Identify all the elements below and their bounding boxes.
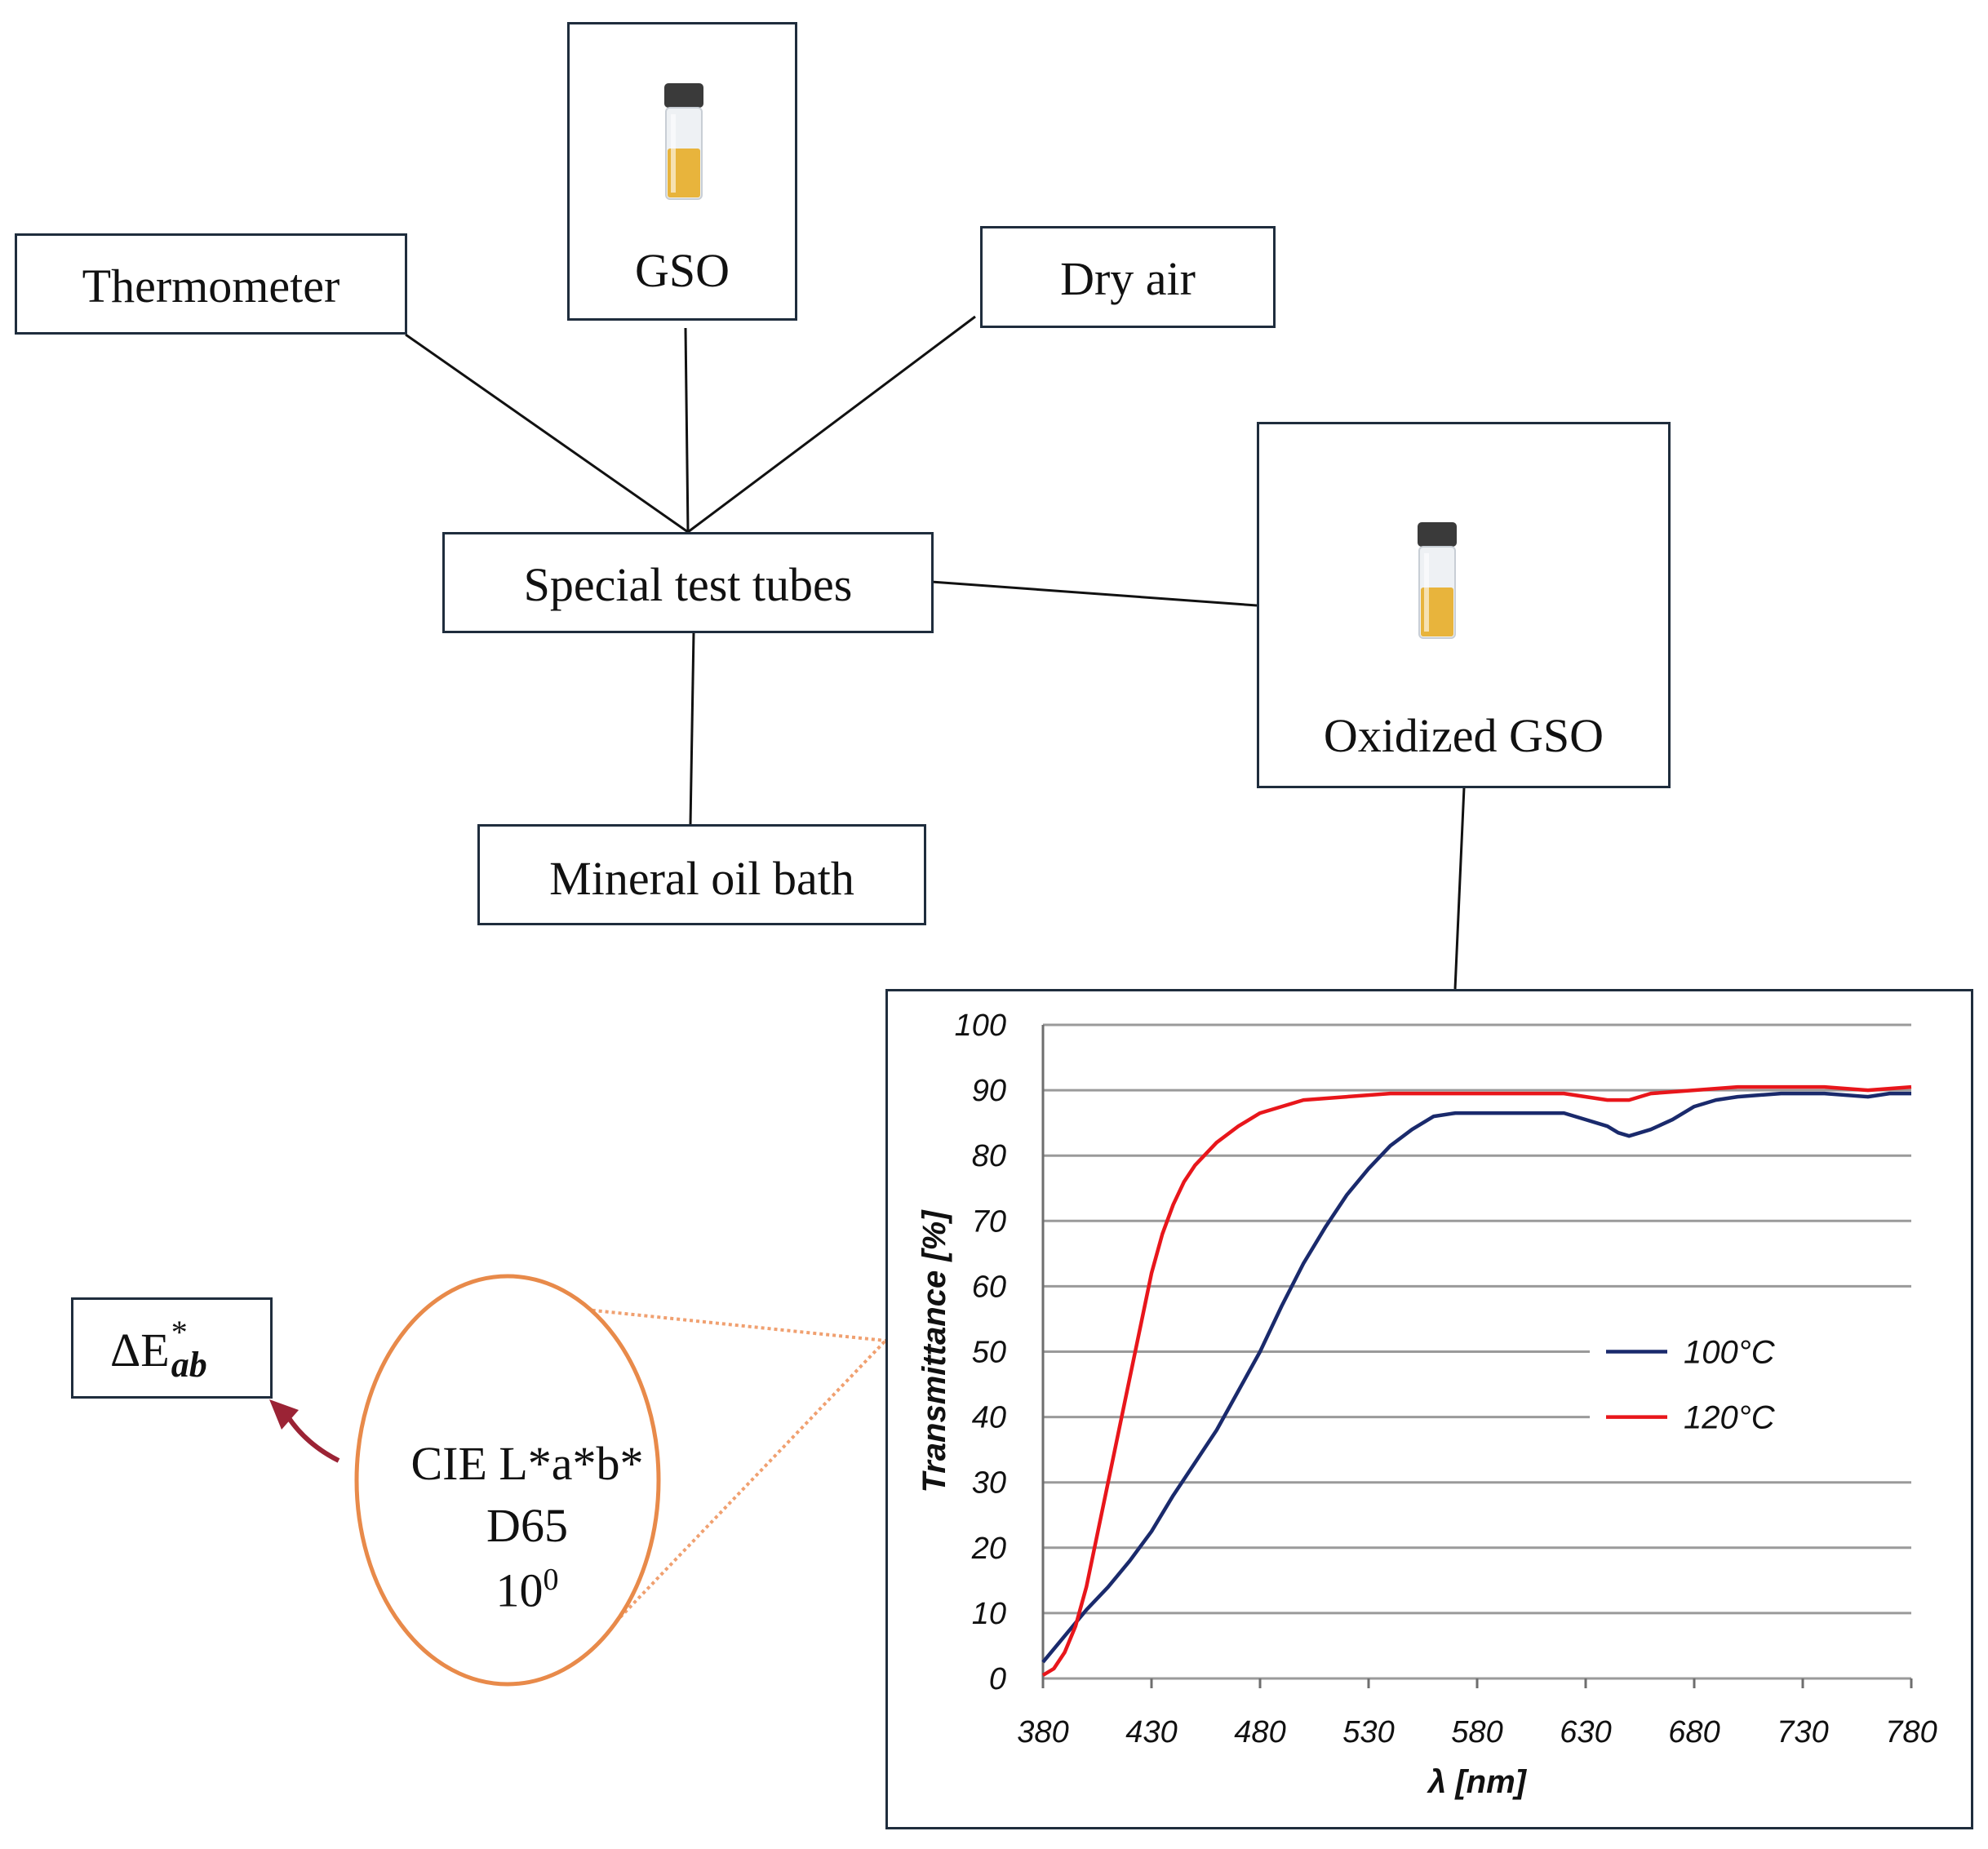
delta-e-box: ΔE*ab (71, 1297, 273, 1399)
x-tick-label: 380 (1017, 1715, 1068, 1749)
legend-background (1590, 1315, 1912, 1454)
x-tick-label: 680 (1668, 1715, 1720, 1749)
y-tick-label: 10 (972, 1597, 1006, 1631)
curved-arrow-icon (285, 1414, 340, 1463)
dry-air-box: Dry air (980, 226, 1276, 328)
x-tick-label: 530 (1342, 1715, 1394, 1749)
oxidized-gso-box: Oxidized GSO (1257, 422, 1671, 788)
x-tick-label: 480 (1234, 1715, 1285, 1749)
cie-line-3-base: 10 (495, 1563, 544, 1617)
dry-air-label: Dry air (1060, 252, 1196, 305)
thermometer-box: Thermometer (15, 233, 407, 335)
y-tick-label: 100 (955, 1009, 1006, 1043)
x-tick-labels: 380 430 480 530 580 630 680 730 780 (1017, 1715, 1937, 1749)
delta-e-label: ΔE*ab (110, 1314, 235, 1385)
cie-line-1: CIE L*a*b* (410, 1437, 644, 1490)
x-tick-label: 730 (1777, 1715, 1828, 1749)
thermometer-label: Thermometer (82, 259, 340, 313)
special-test-tubes-box: Special test tubes (442, 532, 934, 633)
gso-label: GSO (634, 244, 730, 297)
y-axis-label: Transmittance [%] (916, 1209, 952, 1493)
y-tick-label: 60 (972, 1270, 1006, 1304)
cie-line-3-sup: 0 (543, 1563, 559, 1597)
vial-icon (664, 83, 703, 200)
delta-e-base: ΔE (110, 1324, 170, 1377)
y-tick-label: 30 (972, 1466, 1006, 1501)
cie-ellipse (354, 1274, 661, 1687)
y-tick-label: 0 (989, 1662, 1006, 1696)
mineral-oil-bath-label: Mineral oil bath (549, 852, 854, 905)
x-tick-label: 780 (1885, 1715, 1937, 1749)
vial-icon (1418, 522, 1457, 639)
y-tick-label: 20 (971, 1532, 1006, 1566)
y-tick-label: 40 (972, 1401, 1006, 1435)
y-tick-label: 50 (972, 1336, 1006, 1370)
cie-line-2: D65 (486, 1499, 568, 1552)
x-axis-label: λ [nm] (1427, 1764, 1528, 1800)
gso-box: GSO (567, 22, 797, 321)
y-tick-label: 70 (972, 1204, 1006, 1239)
series-lines (1041, 1084, 1912, 1677)
x-tick-label: 430 (1125, 1715, 1177, 1749)
delta-e-subscript: ab (171, 1345, 207, 1385)
mineral-oil-bath-box: Mineral oil bath (477, 824, 926, 925)
grid-lines (1041, 1023, 1913, 1688)
legend-label: 120°C (1684, 1400, 1776, 1436)
chart-box: 0 10 20 30 40 50 60 70 80 90 100 380 430 480 530 580 63… (885, 989, 1973, 1829)
oxidized-gso-label: Oxidized GSO (1323, 709, 1604, 762)
cie-line-3: 100 (496, 1562, 559, 1617)
transmittance-chart: 0 10 20 30 40 50 60 70 80 90 100 380 430 480 530 580 63… (916, 1009, 1937, 1800)
y-tick-labels: 0 10 20 30 40 50 60 70 80 90 100 (955, 1009, 1006, 1696)
series-line-1 (1041, 1091, 1911, 1664)
y-tick-label: 80 (972, 1139, 1006, 1173)
x-tick-label: 580 (1451, 1715, 1502, 1749)
special-test-tubes-label: Special test tubes (523, 558, 853, 611)
x-tick-label: 630 (1560, 1715, 1611, 1749)
legend-label: 100°C (1684, 1335, 1776, 1371)
y-tick-label: 90 (972, 1074, 1006, 1108)
series-line-2 (1041, 1084, 1912, 1677)
delta-e-subsup: *ab (170, 1314, 235, 1385)
delta-e-superscript: * (171, 1314, 188, 1350)
legend: 100°C 120°C (1590, 1315, 1912, 1454)
